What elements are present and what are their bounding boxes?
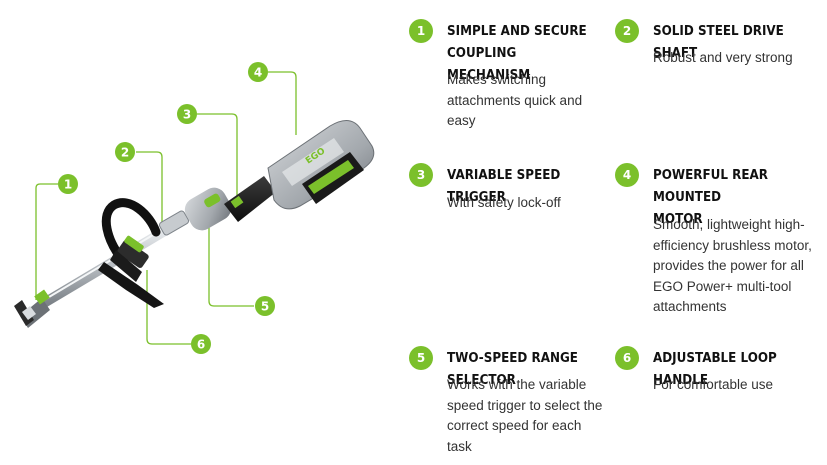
feature-4: 4 POWERFUL REAR MOUNTED MOTOR Smooth, li…: [615, 163, 825, 323]
feature-number-badge: 3: [409, 163, 433, 187]
feature-number-badge: 4: [615, 163, 639, 187]
callout-leaders: [35, 71, 297, 345]
feature-title: SIMPLE AND SECURE COUPLING: [447, 24, 587, 61]
feature-description: Makes switching attachments quick and ea…: [447, 72, 583, 128]
feature-title: VARIABLE SPEED TRIGGER: [447, 168, 561, 205]
coupling-mechanism: [14, 289, 50, 328]
feature-title-line2: MECHANISM: [447, 68, 531, 83]
trigger-housing: [158, 187, 232, 236]
feature-title: POWERFUL REAR MOUNTED: [653, 168, 769, 205]
callout-badge-4: 4: [248, 62, 268, 82]
callout-badge-6: 6: [191, 334, 211, 354]
feature-number-badge: 6: [615, 346, 639, 370]
feature-2: 2 SOLID STEEL DRIVE SHAFT Robust and ver…: [615, 19, 825, 79]
feature-6: 6 ADJUSTABLE LOOP HANDLE For comfortable…: [615, 346, 825, 406]
feature-description: Works with the variable speed trigger to…: [447, 377, 603, 454]
feature-number-badge: 5: [409, 346, 433, 370]
feature-5: 5 TWO-SPEED RANGE SELECTOR Works with th…: [409, 346, 619, 462]
callout-badge-1: 1: [58, 174, 78, 194]
feature-title-line2: MOTOR: [653, 212, 703, 227]
multi-tool-illustration: EGO 1 2 3 4 5 6: [14, 62, 375, 354]
feature-1: 1 SIMPLE AND SECURE COUPLING MECHANISM M…: [409, 19, 619, 131]
callout-badge-3: 3: [177, 104, 197, 124]
loop-handle: [98, 198, 164, 308]
svg-text:3: 3: [183, 108, 191, 122]
feature-number-badge: 1: [409, 19, 433, 43]
feature-number-badge: 2: [615, 19, 639, 43]
callout-badge-5: 5: [255, 296, 275, 316]
svg-text:1: 1: [64, 178, 72, 192]
motor-housing: EGO: [267, 120, 375, 210]
svg-text:6: 6: [197, 338, 205, 352]
feature-description: Robust and very strong: [653, 50, 793, 65]
feature-description: Smooth, lightweight high- efficiency bru…: [653, 217, 812, 314]
feature-3: 3 VARIABLE SPEED TRIGGER With safety loc…: [409, 163, 619, 223]
feature-title: SOLID STEEL DRIVE SHAFT: [653, 24, 784, 61]
callout-badges: 1 2 3 4 5 6: [58, 62, 275, 354]
feature-title: ADJUSTABLE LOOP HANDLE: [653, 351, 777, 388]
svg-text:5: 5: [261, 300, 269, 314]
feature-description: For comfortable use: [653, 377, 774, 392]
svg-text:2: 2: [121, 146, 129, 160]
rear-grip: [224, 176, 276, 222]
feature-description: With safety lock-off: [447, 195, 561, 210]
feature-title: TWO-SPEED RANGE SELECTOR: [447, 351, 578, 388]
callout-badge-2: 2: [115, 142, 135, 162]
svg-text:4: 4: [254, 66, 262, 80]
